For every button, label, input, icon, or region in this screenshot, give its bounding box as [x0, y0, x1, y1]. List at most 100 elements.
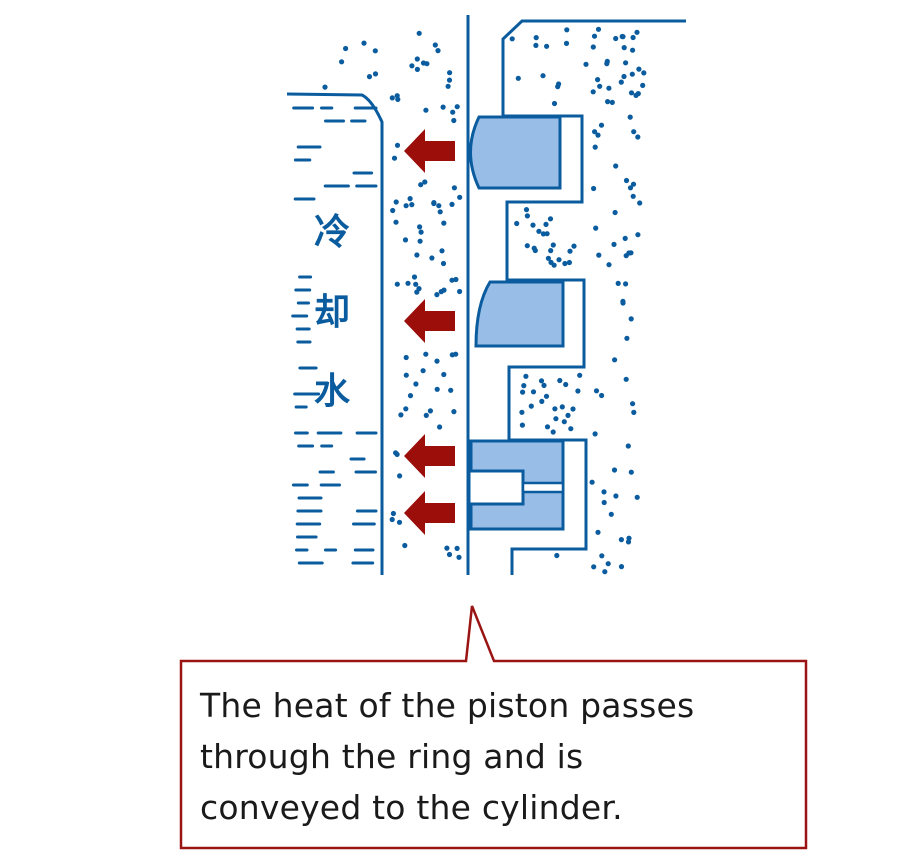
oil-dot [450, 109, 456, 115]
oil-dot [625, 443, 631, 449]
oil-dot [413, 381, 419, 387]
oil-dot [625, 539, 632, 545]
heat-arrow-left-icon [404, 491, 455, 535]
oil-dot [551, 262, 557, 268]
oil-dot [608, 511, 614, 517]
oil-dot [434, 292, 440, 298]
oil-dot [520, 389, 526, 395]
oil-dot [394, 142, 401, 148]
oil-dot [403, 203, 409, 209]
oil-dot [611, 467, 618, 473]
oil-dot [444, 545, 450, 551]
oil-dot [613, 35, 619, 42]
oil-dot [543, 393, 550, 399]
oil-dot [590, 44, 596, 50]
oil-dot [623, 177, 630, 184]
oil-dot [545, 255, 552, 261]
oil-dot [634, 29, 640, 35]
oil-dot [413, 281, 419, 287]
oil-dot [519, 409, 525, 415]
oil-dot [514, 220, 520, 227]
oil-dot [519, 422, 526, 428]
oil-dot [606, 262, 612, 268]
oil-dot [620, 298, 626, 304]
oil-dot [339, 59, 345, 65]
piston-outline [501, 19, 686, 575]
oil-dot [343, 45, 349, 52]
oil-dot [595, 77, 601, 83]
coolant-label-char-3: 水 [314, 371, 351, 412]
oil-dot [389, 95, 395, 101]
oil-dot [439, 248, 445, 254]
oil-dot [540, 73, 546, 79]
oil-dot [628, 316, 634, 322]
oil-dot [641, 70, 647, 76]
oil-dot [621, 45, 627, 51]
oil-dot [533, 42, 539, 49]
oil-dot [441, 371, 447, 378]
oil-dot [423, 107, 429, 113]
oil-dot [592, 129, 598, 135]
oil-dot [407, 196, 413, 202]
oil-dot [631, 409, 637, 415]
oil-dot [322, 84, 328, 90]
coolant-label-char-1: 冷 [314, 212, 350, 253]
oil-dot [627, 185, 634, 191]
oil-dot [449, 277, 455, 283]
oil-dot [434, 386, 440, 392]
oil-dot [547, 216, 554, 222]
oil-dot [566, 259, 573, 266]
oil-dot [405, 280, 411, 286]
oil-dot [389, 516, 395, 523]
oil-dot [515, 75, 521, 81]
oil-dot [437, 424, 443, 430]
oil-dot [453, 276, 459, 283]
oil-dot [361, 40, 367, 46]
oil-dot [597, 83, 603, 89]
oil-dot [394, 451, 400, 457]
oil-dot [635, 134, 641, 140]
oil-dot [627, 114, 633, 120]
callout-line-2: through the ring and is [200, 737, 584, 776]
oil-dot [372, 71, 379, 77]
oil-dot [395, 96, 401, 102]
oil-dot [451, 117, 457, 124]
oil-dots [322, 26, 647, 575]
oil-dot [623, 376, 629, 382]
oil-dot [366, 74, 373, 80]
oil-dot [637, 200, 643, 206]
oil-dot [523, 207, 530, 213]
oil-dot [449, 201, 455, 207]
oil-dot [438, 289, 444, 295]
oil-dot [457, 194, 463, 200]
oil-dot [538, 378, 545, 384]
oil-dot [541, 382, 547, 388]
oil-dot [414, 66, 420, 72]
oil-dot [590, 89, 596, 95]
oil-dot [605, 99, 611, 105]
oil-dot [440, 104, 446, 110]
oil-dot [611, 241, 617, 247]
oil-dot [633, 92, 639, 98]
oil-dot [548, 248, 554, 254]
oil-dot [533, 35, 539, 41]
oil-dot [596, 252, 602, 258]
oil-dot [446, 551, 453, 558]
oil-dot [592, 144, 598, 150]
oil-dot [440, 260, 447, 267]
oil-dot [595, 132, 601, 138]
oil-dot [618, 537, 625, 543]
oil-dot [635, 232, 641, 238]
oil-dot [559, 404, 565, 410]
oil-dot [451, 409, 457, 415]
oil-dot [623, 281, 629, 287]
heat-arrows [404, 129, 455, 535]
oil-dot [630, 47, 636, 53]
oil-dot [589, 479, 595, 485]
oil-dot [540, 231, 547, 237]
oil-dot [577, 372, 583, 378]
oil-dot [521, 383, 527, 389]
oil-dot [628, 250, 634, 256]
oil-dot [390, 207, 396, 214]
oil-dot [416, 30, 422, 36]
